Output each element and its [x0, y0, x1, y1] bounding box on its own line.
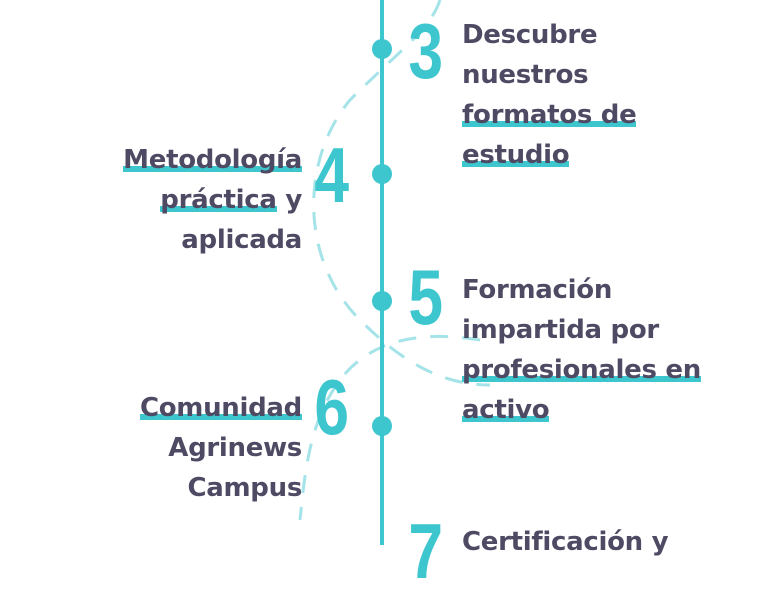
step-5-text: Formación impartida por profesionales en…	[462, 275, 701, 425]
step-6-text: Comunidad Agrinews Campus	[139, 393, 302, 503]
timeline-dot	[372, 416, 392, 436]
step-number-6: 6	[314, 363, 350, 451]
timeline-line	[380, 0, 384, 545]
step-7-text: Certificación y	[462, 527, 669, 557]
timeline-dot	[372, 291, 392, 311]
step-4-text: Metodología práctica y aplicada	[123, 145, 302, 255]
timeline-dot	[372, 164, 392, 184]
step-3-text: Descubre nuestros formatos de estudio	[462, 20, 637, 170]
step-number-5: 5	[408, 253, 444, 341]
dashed-curve	[298, 0, 491, 521]
step-number-4: 4	[314, 131, 350, 219]
timeline-dot	[372, 39, 392, 59]
step-number-7: 7	[408, 507, 444, 595]
step-number-3: 3	[408, 7, 444, 95]
